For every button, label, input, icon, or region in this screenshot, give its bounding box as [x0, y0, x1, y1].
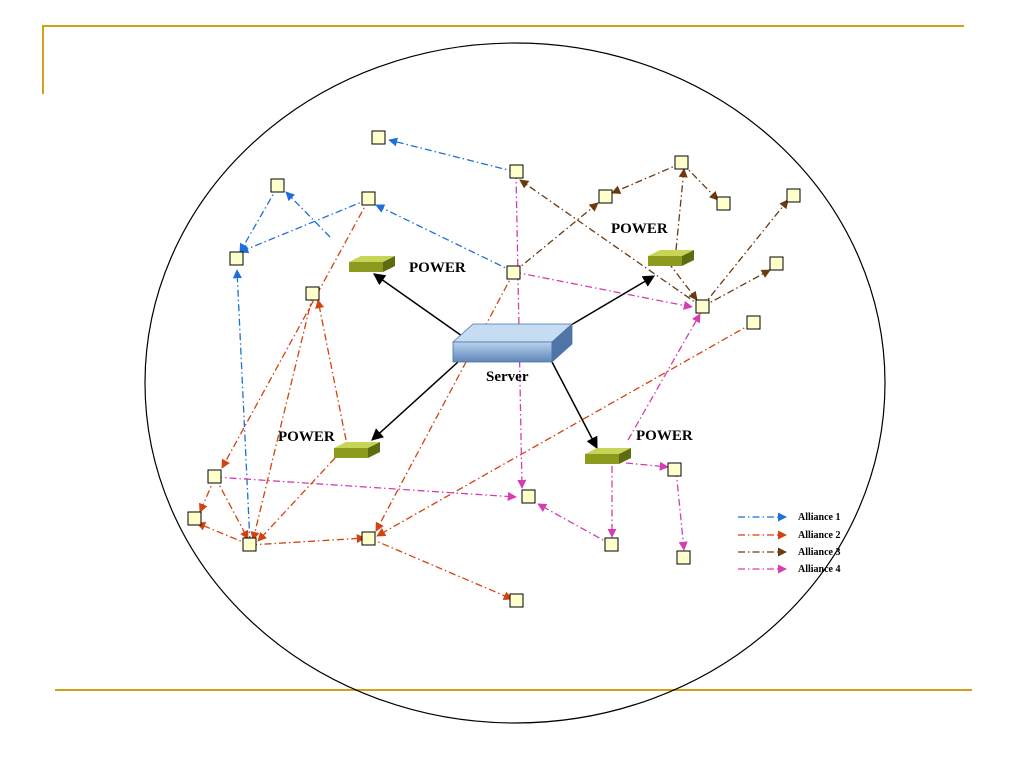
alliance-3-edge [611, 162, 683, 194]
alliance-3-edge [701, 199, 789, 308]
network-boundary [144, 42, 886, 724]
peer-node-icon [667, 462, 682, 477]
peer-node-icon [746, 315, 761, 330]
legend-label: Alliance 3 [798, 547, 841, 558]
peer-node-icon [676, 550, 691, 565]
alliance-2-edge [315, 299, 347, 441]
peer-node-icon [598, 189, 613, 204]
alliance-2-edge [221, 198, 370, 469]
alliance-1-edge [232, 269, 251, 544]
alliance-2-edge [368, 537, 513, 600]
peer-node-icon [509, 593, 524, 608]
alliance-1-edge [285, 191, 331, 238]
peer-node-icon [521, 489, 536, 504]
power-label-bottom-right: POWER [636, 428, 693, 444]
peer-node-icon [604, 537, 619, 552]
server-link [565, 275, 656, 329]
alliance-4-edge [515, 171, 527, 489]
alliance-4-edges [214, 171, 701, 551]
server-links [371, 273, 656, 450]
peer-nodes [187, 130, 801, 608]
server-link [371, 361, 459, 441]
power-label-top-right: POWER [611, 221, 668, 237]
peer-node-icon [371, 130, 386, 145]
server-link [373, 273, 463, 337]
alliance-2-edge [375, 271, 515, 532]
alliance-2-edge [249, 533, 366, 546]
alliance-2-edge [257, 457, 336, 542]
peer-node-icon [305, 286, 320, 301]
alliance-4-edge [675, 469, 688, 551]
peer-node-icon [695, 299, 710, 314]
peer-node-icon [361, 191, 376, 206]
alliance-1-edge [239, 198, 370, 254]
alliance-2-edges [196, 198, 754, 600]
alliance-2-edge [196, 521, 251, 546]
alliance-3-edge [519, 179, 703, 308]
slide-frame [42, 25, 972, 691]
peer-node-icon [229, 251, 244, 266]
alliance-1-edges [232, 137, 517, 544]
server-link [551, 361, 598, 450]
power-node-icon [334, 442, 380, 458]
legend-item-alliance-2: Alliance 2 [738, 530, 841, 541]
power-node-icon [349, 256, 395, 272]
server-switch-icon [451, 323, 574, 363]
legend-label: Alliance 1 [798, 512, 841, 523]
power-label-top-left: POWER [409, 260, 466, 276]
peer-node-icon [786, 188, 801, 203]
legend-item-alliance-1: Alliance 1 [738, 512, 841, 523]
alliance-4-edge [627, 313, 701, 441]
legend-item-alliance-4: Alliance 4 [738, 564, 841, 575]
alliance-2-edge [214, 476, 249, 540]
power-node-icon [648, 250, 694, 266]
alliance-3-edge [701, 269, 771, 308]
power-node-icon [585, 448, 631, 464]
legend-label: Alliance 4 [798, 564, 841, 575]
legend-label: Alliance 2 [798, 530, 841, 541]
peer-node-icon [769, 256, 784, 271]
power-label-bottom-left: POWER [278, 429, 335, 445]
legend: Alliance 1 Alliance 2 Alliance 3 Allianc… [738, 512, 841, 575]
alliance-4-edge [625, 461, 669, 471]
alliance-1-edge [375, 204, 515, 273]
alliance-4-edge [537, 503, 613, 546]
alliance-2-edge [376, 322, 754, 537]
alliance-3-edges [513, 162, 789, 308]
alliance-3-edge [681, 162, 719, 201]
alliance-1-edge [239, 185, 279, 253]
server-label: Server [486, 369, 529, 385]
alliance-2-edge [250, 293, 314, 541]
alliance-3-edge [513, 202, 599, 273]
alliance-4-edge [513, 271, 693, 310]
peer-node-icon [716, 196, 731, 211]
alliance-3-edge [667, 261, 698, 301]
peer-node-icon [187, 511, 202, 526]
alliance-3-edge [675, 168, 688, 251]
legend-item-alliance-3: Alliance 3 [738, 547, 841, 558]
peer-node-icon [207, 469, 222, 484]
peer-node-icon [509, 164, 524, 179]
peer-node-icon [242, 537, 257, 552]
alliance-1-edge [388, 137, 517, 173]
peer-node-icon [361, 531, 376, 546]
alliance-4-edge [214, 476, 517, 501]
peer-node-icon [674, 155, 689, 170]
peer-node-icon [506, 265, 521, 280]
peer-node-icon [270, 178, 285, 193]
